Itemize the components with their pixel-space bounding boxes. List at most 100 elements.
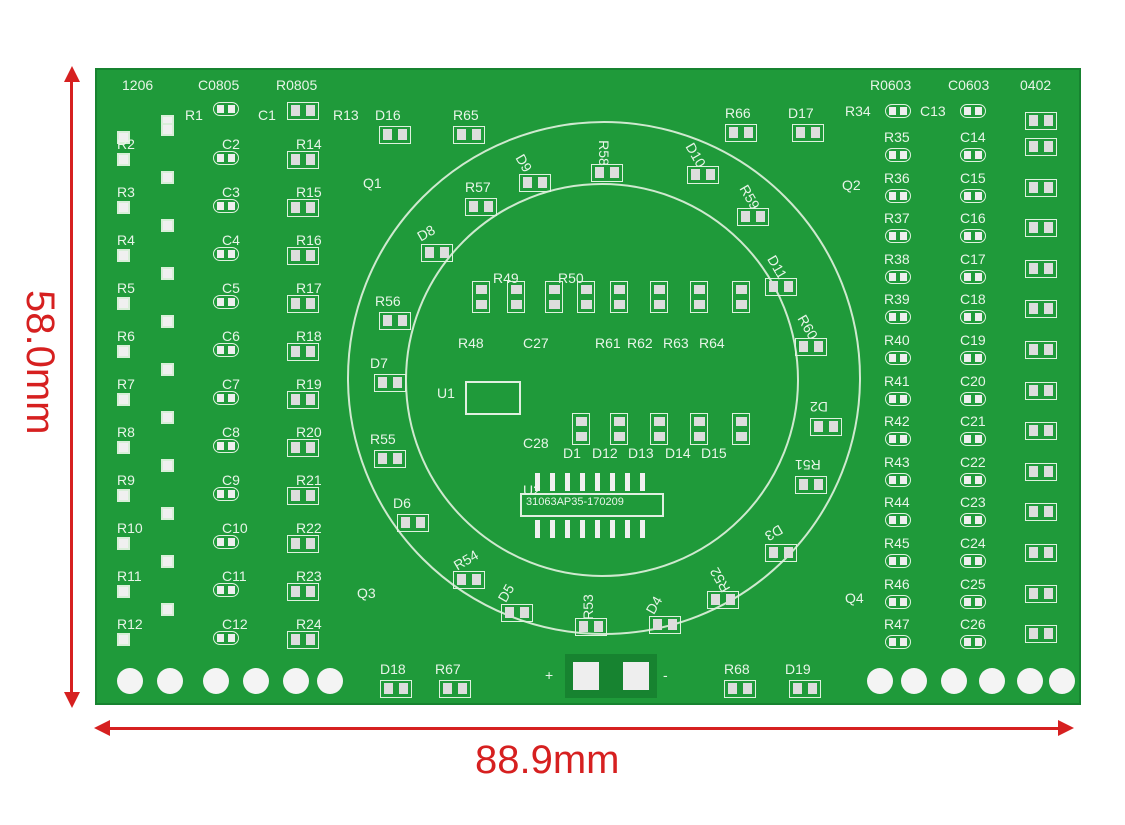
capacitor-footprint <box>213 295 239 309</box>
component-label: R51 <box>795 457 821 473</box>
through-hole-pad <box>1017 668 1043 694</box>
capacitor-footprint <box>960 269 986 284</box>
component-label: C11 <box>222 568 247 584</box>
column-header: 1206 <box>122 77 154 93</box>
component-label: D14 <box>665 445 691 461</box>
capacitor-footprint <box>213 487 239 501</box>
resistor-footprint <box>885 594 911 609</box>
through-hole-pad <box>867 668 893 694</box>
led-resistor-footprint <box>591 164 623 182</box>
through-hole-pad <box>117 668 143 694</box>
resistor-footprint <box>885 554 911 568</box>
component-label: R39 <box>884 291 910 308</box>
chip-pin <box>610 520 615 538</box>
smd-pad <box>117 201 130 214</box>
led-resistor-footprint <box>421 244 453 262</box>
resistor-footprint <box>287 487 319 505</box>
component-label: R45 <box>884 535 910 551</box>
component-label: R36 <box>884 169 910 186</box>
component-label: R38 <box>884 250 910 267</box>
through-hole-pad <box>243 668 269 694</box>
component-label: R13 <box>333 107 359 123</box>
led-resistor-footprint <box>792 124 824 142</box>
smd-pad-0402 <box>1025 138 1057 156</box>
chip-pin <box>610 473 615 491</box>
smd-pad <box>161 555 174 568</box>
component-label: R8 <box>117 424 135 440</box>
smd-pad <box>161 123 174 136</box>
height-dimension-line <box>70 72 73 702</box>
component-label: R10 <box>117 520 143 536</box>
u2-chip-outline: 31063AP35-170209 <box>520 493 664 517</box>
component-label: C27 <box>523 335 549 351</box>
led-footprint <box>650 413 668 445</box>
component-label: C15 <box>960 169 986 186</box>
led-resistor-footprint <box>724 680 756 698</box>
led-resistor-footprint <box>649 616 681 634</box>
component-label: R40 <box>884 332 910 348</box>
resistor-footprint <box>287 631 319 649</box>
smd-pad <box>117 297 130 310</box>
chip-pin <box>625 473 630 491</box>
led-resistor-footprint <box>374 450 406 468</box>
component-label: R34 <box>845 103 871 119</box>
component-label: C10 <box>222 520 248 536</box>
component-label: C24 <box>960 535 986 551</box>
component-label: R68 <box>724 661 750 677</box>
component-label: C13 <box>920 103 946 119</box>
component-label: R44 <box>884 494 910 511</box>
component-label: R58 <box>595 140 612 166</box>
arrow-right-icon <box>1058 720 1074 736</box>
chip-pin <box>550 520 555 538</box>
component-label: C19 <box>960 332 986 348</box>
capacitor-footprint <box>960 513 986 528</box>
led-resistor-footprint <box>737 208 769 226</box>
smd-pad <box>117 345 130 358</box>
component-label: C21 <box>960 413 986 430</box>
component-label: D6 <box>393 495 411 511</box>
led-resistor-footprint <box>374 374 406 392</box>
component-label: C4 <box>222 232 240 248</box>
capacitor-footprint <box>960 104 986 118</box>
led-footprint <box>690 413 708 445</box>
smd-pad <box>161 315 174 328</box>
outer-led-ring <box>347 121 861 635</box>
resistor-footprint <box>885 148 911 162</box>
through-hole-pad <box>1049 668 1075 694</box>
component-label: R35 <box>884 129 910 145</box>
resistor-footprint <box>732 281 750 313</box>
led-resistor-footprint <box>765 278 797 296</box>
resistor-footprint <box>885 432 911 447</box>
smd-pad-0402 <box>1025 544 1057 562</box>
component-label: C9 <box>222 472 240 488</box>
resistor-footprint <box>545 281 563 313</box>
capacitor-footprint <box>960 188 986 203</box>
component-label: D18 <box>380 661 406 677</box>
resistor-footprint <box>885 472 911 487</box>
smd-pad-0402 <box>1025 178 1057 197</box>
through-hole-pad <box>979 668 1005 694</box>
plus-label: + <box>545 667 554 683</box>
capacitor-footprint <box>960 351 986 365</box>
capacitor-footprint <box>960 432 986 447</box>
arrow-down-icon <box>64 692 80 708</box>
capacitor-footprint <box>213 439 239 453</box>
led-footprint <box>610 413 628 445</box>
resistor-footprint <box>287 343 319 361</box>
component-label: C12 <box>222 616 248 632</box>
resistor-footprint <box>287 295 319 313</box>
component-label: D12 <box>592 445 618 461</box>
capacitor-footprint <box>960 472 986 487</box>
resistor-footprint <box>885 513 911 528</box>
component-label: C20 <box>960 372 986 389</box>
component-label: R64 <box>699 335 725 351</box>
capacitor-footprint <box>213 583 239 597</box>
column-header: R0805 <box>276 77 318 93</box>
minus-label: - <box>663 667 668 683</box>
capacitor-footprint <box>960 310 986 325</box>
led-resistor-footprint <box>397 514 429 532</box>
component-label: R5 <box>117 280 135 296</box>
component-label: R1 <box>185 107 203 123</box>
smd-pad <box>161 363 174 376</box>
capacitor-footprint <box>213 247 239 261</box>
